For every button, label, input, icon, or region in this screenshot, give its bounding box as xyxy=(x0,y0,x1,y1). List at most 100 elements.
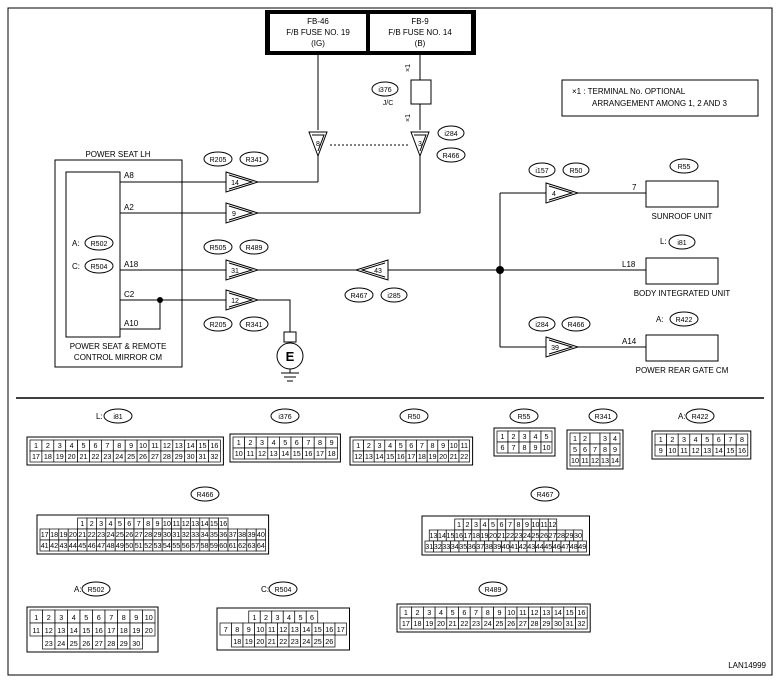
pin-cell: 1 xyxy=(501,432,505,441)
pin-cell: 22 xyxy=(506,531,514,540)
pin-cell: 9 xyxy=(330,438,334,447)
pin-cell: 13 xyxy=(270,449,278,458)
pin-cell: 13 xyxy=(291,625,299,634)
pin-cell: 7 xyxy=(593,445,597,454)
conn-view-name: R467 xyxy=(537,492,554,499)
chevron-14: 14 xyxy=(225,171,260,193)
pin-cell: 17 xyxy=(337,625,345,634)
pin-cell: 27 xyxy=(519,619,527,628)
pin-cell: 18 xyxy=(233,637,241,646)
pin-cell: 11 xyxy=(151,441,158,450)
pin-cell: 29 xyxy=(175,452,183,461)
conn-i284-top: i284 xyxy=(444,131,457,138)
pin-cell: 5 xyxy=(299,613,303,622)
pin-cell: 19 xyxy=(60,530,68,539)
pin-cell: 25 xyxy=(532,531,540,540)
pin-cell: 10 xyxy=(450,441,458,450)
pin-cell: 27 xyxy=(95,639,103,648)
pin-cell: 21 xyxy=(450,452,458,461)
pin-cell: 16 xyxy=(95,626,103,635)
pin-cell: 39 xyxy=(248,530,256,539)
pin-cell: 10 xyxy=(235,449,243,458)
pin-cell: 25 xyxy=(314,637,322,646)
pin-cell: 1 xyxy=(237,438,241,447)
pin-cell: 29 xyxy=(542,619,550,628)
pin-cell: 28 xyxy=(163,452,171,461)
pin-cell: 8 xyxy=(740,435,744,444)
conn-i285: i285 xyxy=(387,293,400,300)
pin-cell: 4 xyxy=(388,441,392,450)
pin-cell: 43 xyxy=(60,541,68,550)
pin-cell: 12 xyxy=(591,456,599,465)
terminal-31: 31 xyxy=(231,268,239,275)
pin-cell: 12 xyxy=(692,446,700,455)
pin-cell: 22 xyxy=(88,530,96,539)
pin-cell: 6 xyxy=(310,613,314,622)
gate-pin: A14 xyxy=(622,337,637,346)
fuse1-sub: (IG) xyxy=(311,39,325,48)
prefix-c: C: xyxy=(72,262,80,271)
pin-cell: 1 xyxy=(34,441,38,450)
sunroof-unit xyxy=(645,180,719,208)
pin-cell: 18 xyxy=(120,626,128,635)
pin-cell: 4 xyxy=(439,608,443,617)
note-line2: ARRANGEMENT AMONG 1, 2 AND 3 xyxy=(592,99,728,108)
pin-cell: 11 xyxy=(33,626,40,635)
pin-a8: A8 xyxy=(124,171,134,180)
pin-cell: 4 xyxy=(109,519,113,528)
pin-cell: 35 xyxy=(459,542,467,551)
pin-cell: 16 xyxy=(304,449,312,458)
pin-cell: 2 xyxy=(583,434,587,443)
pin-cell: 46 xyxy=(553,542,561,551)
pin-cell: 4 xyxy=(72,613,76,622)
pin-cell: 22 xyxy=(460,619,468,628)
chevron-4: 4 xyxy=(545,182,580,204)
pin-cell: 7 xyxy=(474,608,478,617)
pin-cell: 5 xyxy=(545,432,549,441)
pin-cell: 10 xyxy=(256,625,264,634)
conn-view-name: R466 xyxy=(197,492,214,499)
pin-cell: 37 xyxy=(476,542,484,551)
chevron-31: 31 xyxy=(225,259,260,281)
pin-cell: 62 xyxy=(238,541,246,550)
pin-cell: 38 xyxy=(485,542,493,551)
pin-cell: 9 xyxy=(129,441,133,450)
pin-cell: 11 xyxy=(461,441,468,450)
pin-cell: 22 xyxy=(460,452,468,461)
pin-cell: 42 xyxy=(50,541,58,550)
pin-cell: 6 xyxy=(583,445,587,454)
pin-cell: 16 xyxy=(738,446,746,455)
pin-cell: 4 xyxy=(534,432,538,441)
pin-cell: 24 xyxy=(107,530,115,539)
sunroof-pin: 7 xyxy=(632,183,637,192)
gate-conn: R422 xyxy=(676,317,693,324)
conn-view-prefix: C: xyxy=(261,585,269,594)
pin-cell: 4 xyxy=(70,441,74,450)
terminal-43: 43 xyxy=(374,268,382,275)
terminal-39: 39 xyxy=(551,345,559,352)
pin-cell: 26 xyxy=(507,619,515,628)
pin-cell: 48 xyxy=(570,542,578,551)
pin-cell: 15 xyxy=(566,608,574,617)
pin-cell: 5 xyxy=(82,441,86,450)
pin-cell: 5 xyxy=(283,438,287,447)
conn-view-name: R422 xyxy=(692,414,709,421)
pin-cell: 10 xyxy=(507,608,515,617)
conn-view-prefix: A: xyxy=(678,412,686,421)
fuse2-id: FB-9 xyxy=(411,17,429,26)
pin-cell: 6 xyxy=(500,520,504,529)
pin-cell: 11 xyxy=(581,456,588,465)
pin-a18: A18 xyxy=(124,260,139,269)
pin-cell: 33 xyxy=(191,530,199,539)
pin-cell: 63 xyxy=(248,541,256,550)
pin-cell: 64 xyxy=(257,541,265,550)
pin-cell: 3 xyxy=(603,434,607,443)
pin-cell: 10 xyxy=(532,520,540,529)
conn-view-prefix: L: xyxy=(96,412,103,421)
pin-cell: 32 xyxy=(210,452,218,461)
gate-unit xyxy=(645,334,719,362)
pin-cell: 17 xyxy=(464,531,472,540)
pin-cell: 3 xyxy=(378,441,382,450)
